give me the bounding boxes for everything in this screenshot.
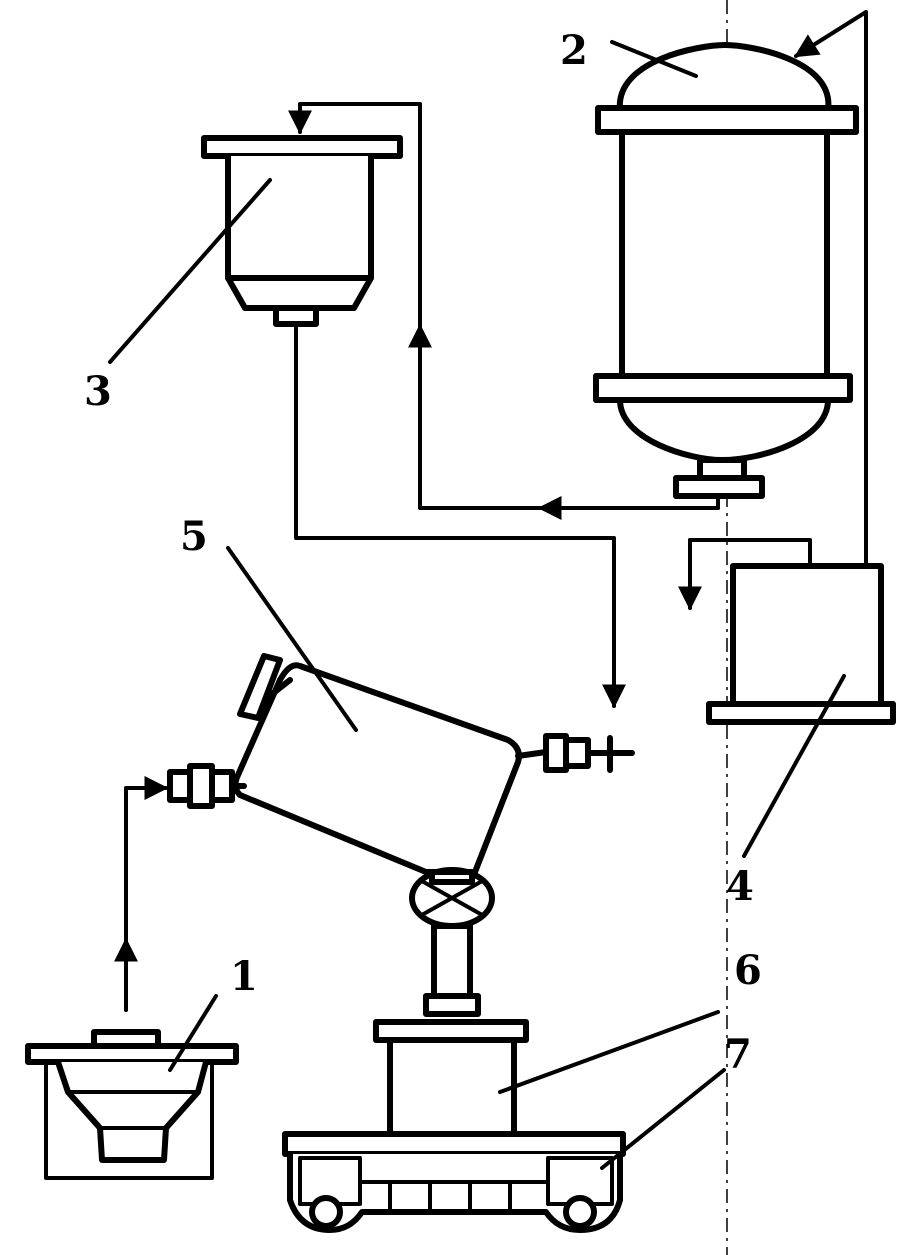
label-3: 3 [84, 368, 112, 415]
hopper-3 [201, 135, 403, 327]
flow-lines [114, 10, 868, 1012]
mixer-5 [167, 653, 635, 1017]
leader-lines [108, 40, 846, 1170]
label-7: 7 [724, 1031, 752, 1078]
cabinet-4 [688, 538, 896, 725]
carriage-7 [282, 1131, 626, 1233]
label-4: 4 [726, 863, 754, 910]
label-1: 1 [230, 953, 258, 1000]
feeder-1 [25, 1029, 239, 1180]
label-5: 5 [180, 513, 208, 560]
label-2: 2 [560, 27, 588, 74]
label-6: 6 [734, 947, 762, 994]
vessel-2 [593, 42, 859, 499]
